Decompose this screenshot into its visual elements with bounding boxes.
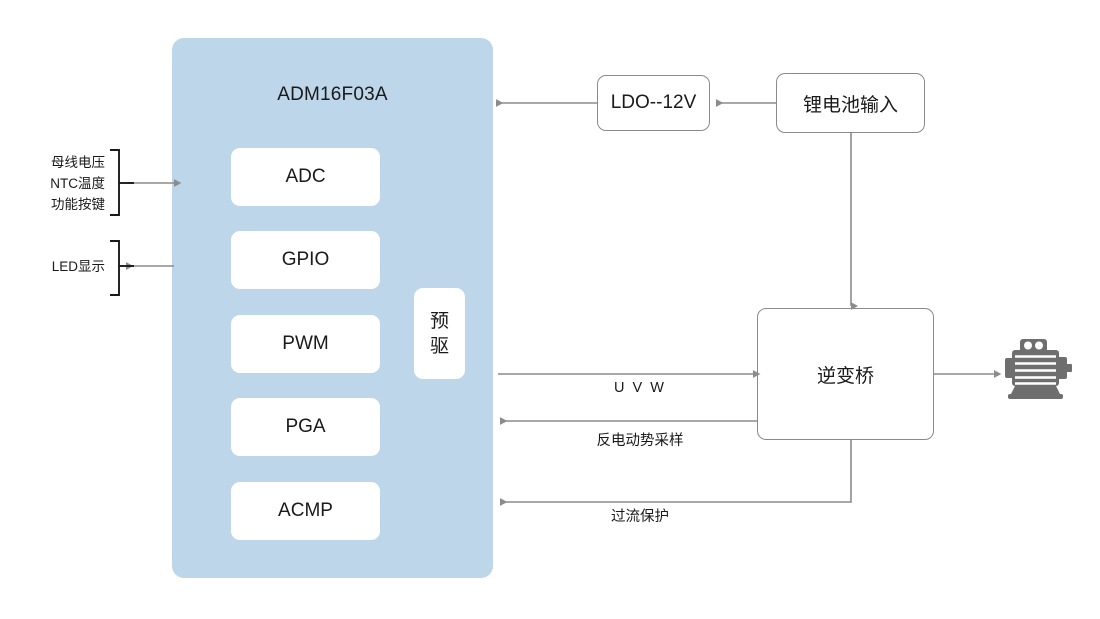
peripheral-block-acmp[interactable]: ACMP [231,482,380,540]
led-bracket [110,240,120,296]
wire-label-over-current: 过流保护 [611,509,669,525]
predriver-label-line2: 驱 [429,335,449,357]
peripheral-label: ADC [285,166,326,187]
ldo-block[interactable]: LDO--12V [597,75,710,131]
peripheral-label: PGA [285,416,326,437]
peripheral-block-pwm[interactable]: PWM [231,315,380,373]
peripheral-block-pga[interactable]: PGA [231,398,380,456]
inverter-bridge-label: 逆变桥 [816,365,874,387]
sense-bracket [110,149,120,216]
led-display-label: LED显示 [51,259,105,274]
sense-label-function-key: 功能按键 [51,197,105,212]
peripheral-block-gpio[interactable]: GPIO [231,231,380,289]
peripheral-block-adc[interactable]: ADC [231,148,380,206]
inverter-bridge-block[interactable]: 逆变桥 [757,308,934,440]
predriver-block[interactable]: 预 驱 [414,288,465,379]
wire-label-uvw: U V W [614,380,666,396]
motor-icon [1005,339,1072,399]
mcu-title: ADM16F03A [277,84,388,105]
ldo-label: LDO--12V [610,92,697,113]
sense-label-ntc-temperature: NTC温度 [50,176,105,191]
wire-label-back-emf: 反电动势采样 [596,433,684,449]
led-output-label-group: LED显示 [0,256,105,277]
sense-input-label-group: 母线电压 NTC温度 功能按键 [0,152,105,215]
peripheral-label: ACMP [278,500,333,521]
predriver-label-line1: 预 [429,310,449,332]
sense-label-bus-voltage: 母线电压 [51,155,105,170]
peripheral-label: PWM [282,333,329,354]
battery-input-block[interactable]: 锂电池输入 [776,73,925,133]
peripheral-label: GPIO [281,249,330,270]
battery-input-label: 锂电池输入 [802,94,898,116]
